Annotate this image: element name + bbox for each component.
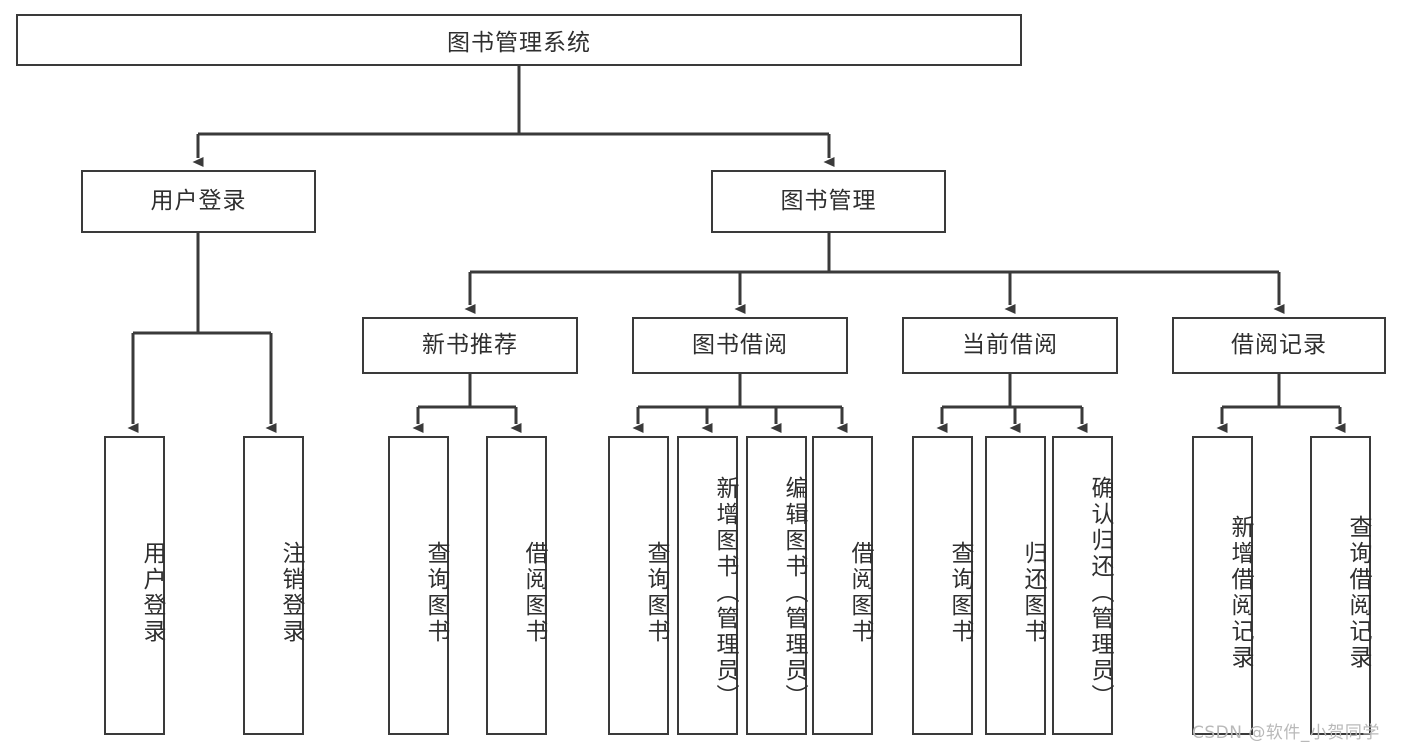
node-book-borrow[interactable]: 图书借阅	[632, 317, 848, 374]
leaf-label: 借阅图书	[847, 540, 873, 645]
csdn-watermark: CSDN @软件_小贺同学	[1192, 723, 1380, 743]
leaf-label: 用户登录	[139, 540, 165, 645]
leaf-label: 查询借阅记录	[1345, 514, 1371, 671]
leaf-borrow-book[interactable]: 借阅图书	[812, 436, 873, 735]
node-root[interactable]: 图书管理系统	[16, 14, 1022, 66]
node-label: 当前借阅	[962, 331, 1058, 358]
leaf-label: 查询图书	[643, 540, 669, 645]
node-user-login[interactable]: 用户登录	[81, 170, 316, 233]
leaf-label: 借阅图书	[521, 540, 547, 645]
leaf-label: 确认归还（管理员）	[1087, 475, 1113, 710]
leaf-query-borrow-record[interactable]: 查询借阅记录	[1310, 436, 1371, 735]
node-book-management[interactable]: 图书管理	[711, 170, 946, 233]
leaf-query-book-recommend[interactable]: 查询图书	[388, 436, 449, 735]
leaf-label: 查询图书	[423, 540, 449, 645]
leaf-borrow-book-recommend[interactable]: 借阅图书	[486, 436, 547, 735]
node-label: 用户登录	[150, 187, 247, 214]
leaf-return-book[interactable]: 归还图书	[985, 436, 1046, 735]
leaf-confirm-return-admin[interactable]: 确认归还（管理员）	[1052, 436, 1113, 735]
node-current-borrow[interactable]: 当前借阅	[902, 317, 1118, 374]
leaf-user-login[interactable]: 用户登录	[104, 436, 165, 735]
leaf-label: 编辑图书（管理员）	[781, 475, 807, 710]
leaf-add-borrow-record[interactable]: 新增借阅记录	[1192, 436, 1253, 735]
leaf-query-book-borrow[interactable]: 查询图书	[608, 436, 669, 735]
leaf-label: 查询图书	[947, 540, 973, 645]
node-label: 图书借阅	[692, 331, 788, 358]
leaf-query-book-current[interactable]: 查询图书	[912, 436, 973, 735]
node-new-book-recommend[interactable]: 新书推荐	[362, 317, 578, 374]
node-label: 图书管理	[780, 187, 877, 214]
leaf-label: 归还图书	[1020, 540, 1046, 645]
node-root-label: 图书管理系统	[447, 30, 591, 56]
node-borrow-record[interactable]: 借阅记录	[1172, 317, 1386, 374]
leaf-label: 注销登录	[278, 540, 304, 645]
leaf-logout[interactable]: 注销登录	[243, 436, 304, 735]
leaf-edit-book-admin[interactable]: 编辑图书（管理员）	[746, 436, 807, 735]
leaf-add-book-admin[interactable]: 新增图书（管理员）	[677, 436, 738, 735]
leaf-label: 新增图书（管理员）	[712, 475, 738, 710]
leaf-label: 新增借阅记录	[1227, 514, 1253, 671]
node-label: 新书推荐	[422, 331, 518, 358]
node-label: 借阅记录	[1231, 331, 1327, 358]
